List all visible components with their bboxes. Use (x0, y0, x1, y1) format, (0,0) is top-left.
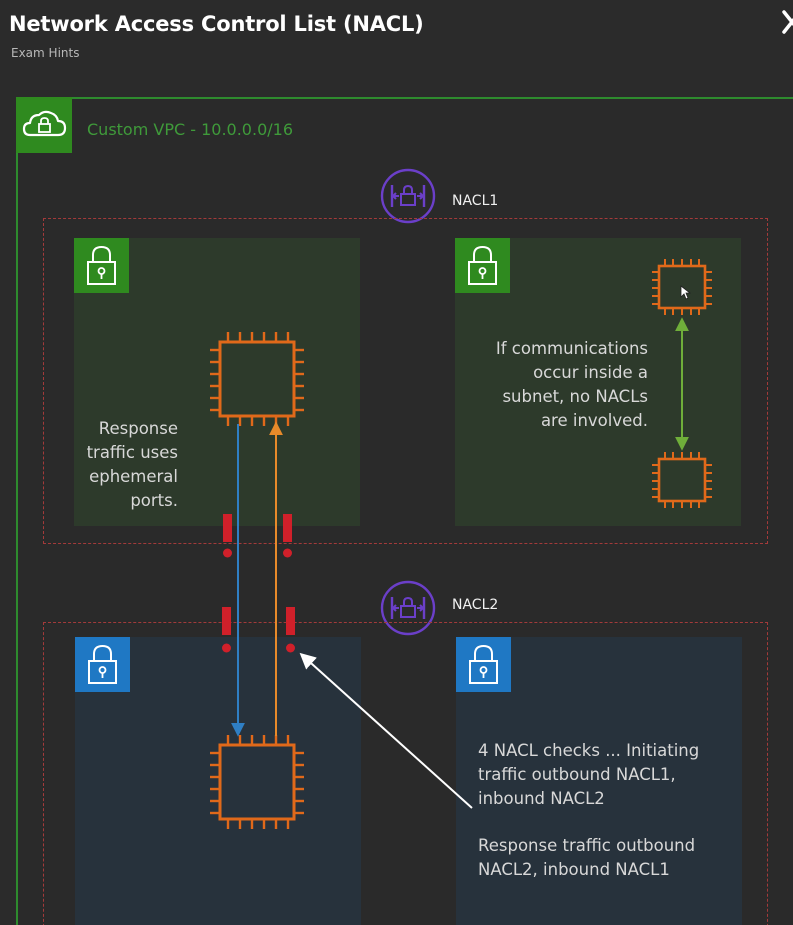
padlock-icon (456, 637, 511, 692)
pointer-arrow (299, 652, 473, 809)
ec2-chip-icon (652, 259, 712, 315)
nacl-check-marker (283, 514, 292, 558)
nacl1-label: NACL1 (452, 193, 499, 209)
padlock-icon (75, 637, 130, 692)
ec2-chip-icon (210, 332, 304, 426)
note-response-outbound: Response traffic outbound NACL2, inbound… (478, 836, 696, 879)
padlock-icon (455, 238, 510, 293)
note-response-traffic: Response traffic uses ephemeral ports. (86, 419, 178, 510)
nacl-check-marker (223, 514, 232, 558)
nacl2-boundary (43, 622, 768, 925)
nacl2-label: NACL2 (452, 597, 499, 613)
nacl1-boundary (43, 218, 768, 544)
cursor-icon (680, 285, 692, 300)
note-inside-subnet: If communications occur inside a subnet,… (495, 339, 648, 430)
nacl2-icon (380, 580, 436, 636)
vpc-label: Custom VPC - 10.0.0.0/16 (87, 120, 293, 139)
padlock-icon (74, 238, 129, 293)
note-nacl-checks: 4 NACL checks ... Initiating traffic out… (478, 741, 700, 808)
nacl-check-marker (286, 607, 295, 653)
ec2-chip-icon (210, 735, 304, 829)
nacl-check-marker (222, 607, 231, 653)
page-subtitle: Exam Hints (11, 46, 80, 60)
ec2-chip-icon (652, 452, 712, 508)
nacl1-icon (380, 168, 436, 224)
page-title: Network Access Control List (NACL) (9, 12, 424, 36)
close-icon[interactable] (778, 6, 793, 40)
vpc-cloud-lock-icon (16, 97, 72, 153)
